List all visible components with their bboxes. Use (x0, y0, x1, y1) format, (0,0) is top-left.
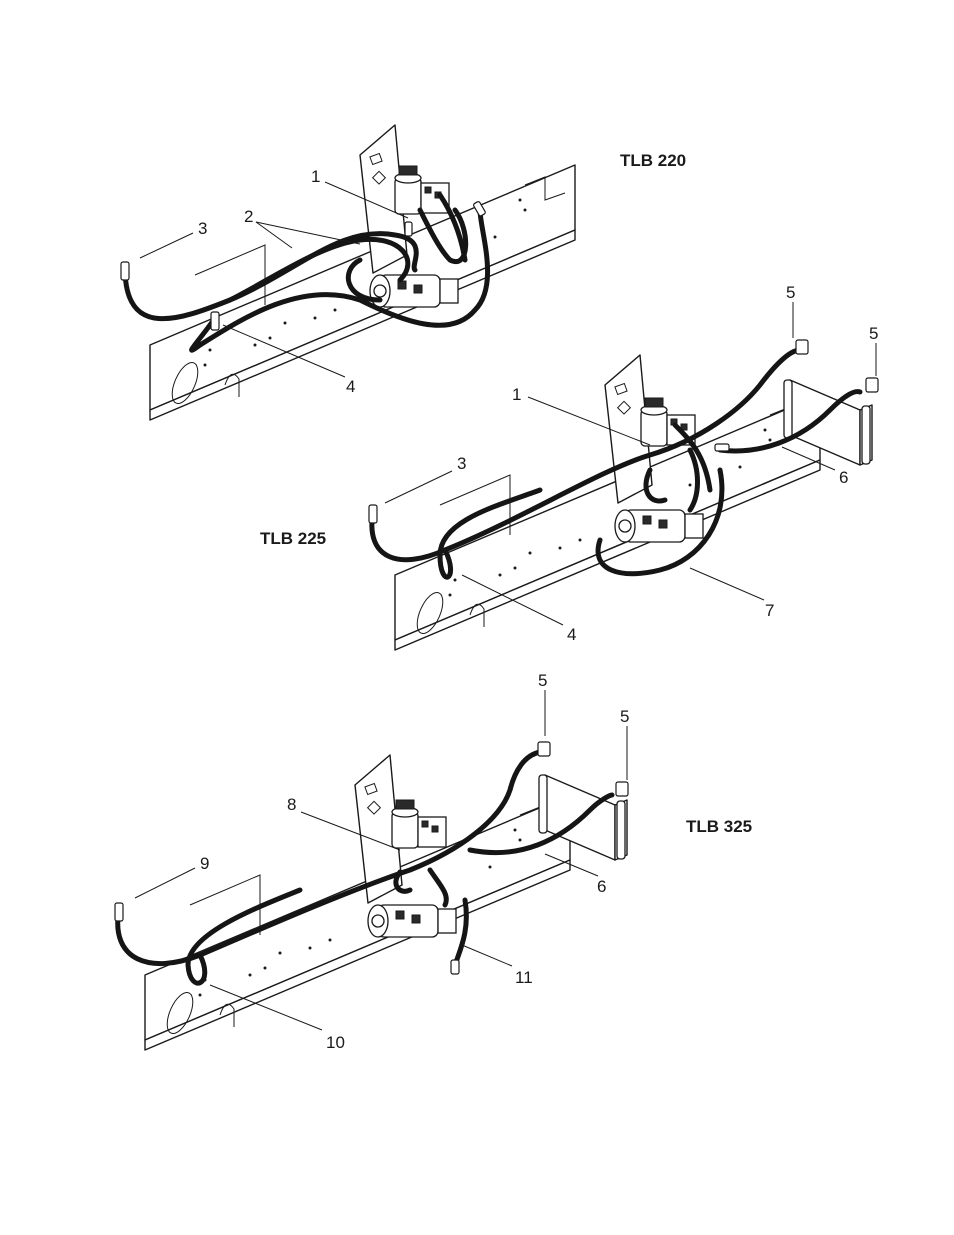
callout-7-tlb225: 7 (765, 601, 774, 620)
callout-8-tlb325: 8 (287, 795, 296, 814)
callout-4-tlb220: 4 (346, 377, 355, 396)
section-title-tlb225: TLB 225 (260, 529, 326, 548)
callout-5a-tlb225: 5 (786, 283, 795, 302)
callout-5a-tlb325: 5 (538, 671, 547, 690)
callout-5b-tlb225: 5 (869, 324, 878, 343)
callout-1-tlb225: 1 (512, 385, 521, 404)
hose-set-tlb325 (115, 749, 615, 986)
callout-6-tlb225: 6 (839, 468, 848, 487)
assembly-tlb220: TLB 220 1 2 3 4 (120, 124, 686, 421)
section-title-tlb325: TLB 325 (686, 817, 752, 836)
callout-2-tlb220: 2 (244, 207, 253, 226)
section-title-tlb220: TLB 220 (620, 151, 686, 170)
assembly-tlb325: TLB 325 5 5 6 8 9 10 11 (114, 671, 752, 1052)
callout-3-tlb225: 3 (457, 454, 466, 473)
hose-set-tlb225 (369, 347, 863, 580)
callout-3-tlb220: 3 (198, 219, 207, 238)
callout-9-tlb325: 9 (200, 854, 209, 873)
hose-set-tlb220 (122, 192, 491, 353)
callout-4-tlb225: 4 (567, 625, 576, 644)
callout-1-tlb220: 1 (311, 167, 320, 186)
callout-6-tlb325: 6 (597, 877, 606, 896)
assembly-tlb225: TLB 225 1 3 4 5 5 6 7 (260, 283, 879, 651)
callout-10-tlb325: 10 (326, 1033, 345, 1052)
callout-11-tlb325: 11 (515, 968, 533, 987)
callout-5b-tlb325: 5 (620, 707, 629, 726)
